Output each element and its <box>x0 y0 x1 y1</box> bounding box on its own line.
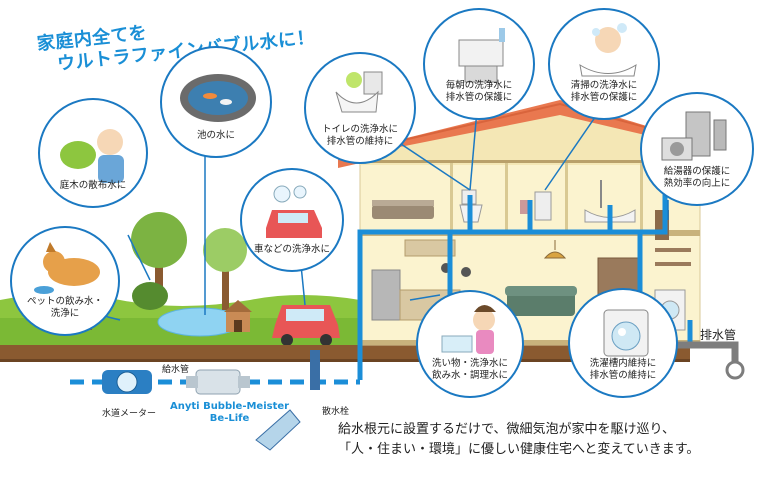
callout-toilet-text: トイレの洗浄水に 排水管の維持に <box>321 124 398 147</box>
callout-pond-text: 池の水に <box>196 130 235 141</box>
callout-car-text: 車などの洗浄水に <box>253 244 330 255</box>
callout-cleaning-text: 清掃の洗浄水に 排水管の保護に <box>570 80 638 103</box>
callout-toilet: トイレの洗浄水に 排水管の維持に <box>304 52 416 164</box>
bubble-meister-device <box>186 369 250 395</box>
callout-heater: 給湯器の保護に 熱効率の向上に <box>640 92 754 206</box>
product-name: Anyti Bubble-Meister Be-Life <box>170 401 290 424</box>
label-sprinkler: 散水栓 <box>322 407 350 417</box>
callout-pond: 池の水に <box>160 46 272 158</box>
callout-pet-text: ペットの飲み水・ 洗浄に <box>26 296 103 319</box>
tagline: 給水根元に設置するだけで、微細気泡が家中を駆け巡り、 「人・住まい・環境」に優し… <box>338 422 700 457</box>
callout-morning: 毎朝の洗浄水に 排水管の保護に <box>423 8 535 120</box>
callout-cleaning: 清掃の洗浄水に 排水管の保護に <box>548 8 660 120</box>
callout-laundry-text: 洗濯槽内維持に 排水管の維持に <box>589 358 657 381</box>
callout-garden-text: 庭木の散布水に <box>59 180 127 191</box>
sprinkler-tap <box>255 350 320 451</box>
callout-kitchen: 洗い物・洗浄水に 飲み水・調理水に <box>416 290 524 398</box>
callout-kitchen-text: 洗い物・洗浄水に 飲み水・調理水に <box>431 358 508 381</box>
tree <box>131 212 187 268</box>
label-water-meter: 水道メーター <box>102 409 157 419</box>
callout-pet: ペットの飲み水・ 洗浄に <box>10 226 120 336</box>
callout-morning-text: 毎朝の洗浄水に 排水管の保護に <box>445 80 513 103</box>
callout-laundry: 洗濯槽内維持に 排水管の維持に <box>568 288 678 398</box>
label-drain-pipe: 排水管 <box>700 328 737 342</box>
callout-heater-text: 給湯器の保護に 熱効率の向上に <box>663 166 731 189</box>
callout-garden: 庭木の散布水に <box>38 98 148 208</box>
water-meter <box>102 370 152 394</box>
callout-car: 車などの洗浄水に <box>240 168 344 272</box>
label-supply-pipe: 給水管 <box>162 365 190 375</box>
